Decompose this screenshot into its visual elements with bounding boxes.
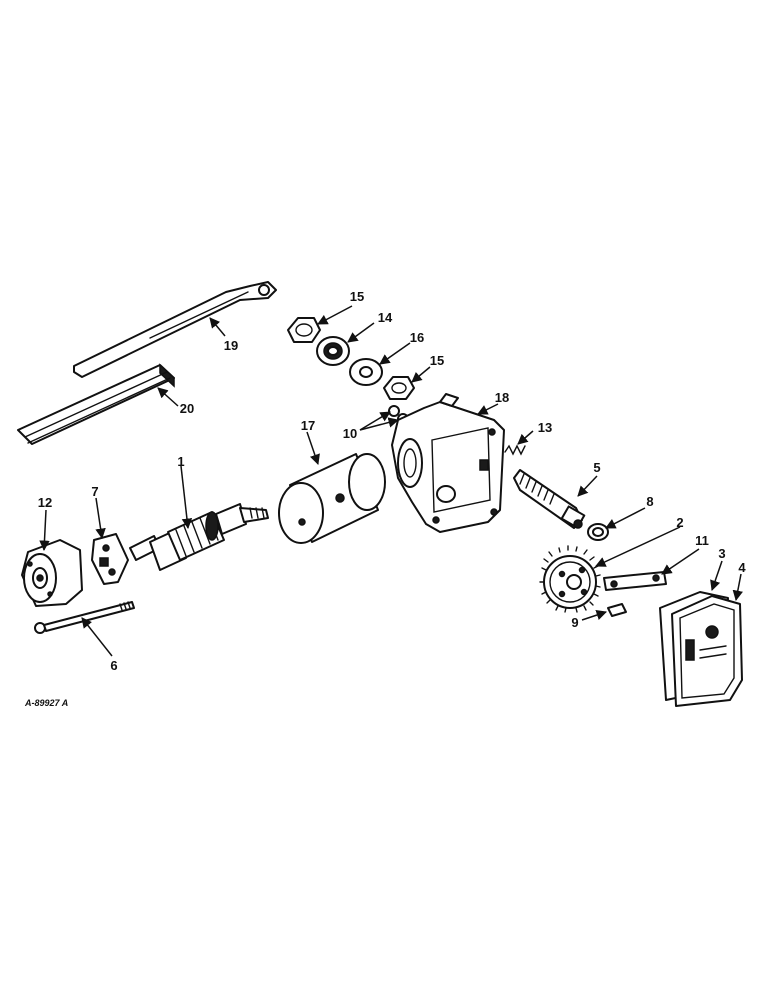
armature-part bbox=[129, 503, 269, 571]
thrust-washer-part bbox=[587, 523, 609, 541]
brush-plate-part bbox=[91, 533, 129, 585]
gear-housing-part bbox=[391, 393, 505, 533]
callout-leaders bbox=[39, 305, 743, 657]
callout-labels: 1 2 3 4 5 6 7 8 9 10 11 12 13 14 15 15 1… bbox=[38, 289, 747, 673]
callout-label: 17 bbox=[301, 418, 315, 433]
callout-label: 15 bbox=[430, 353, 444, 368]
link-bar-part bbox=[603, 571, 667, 591]
callout-label: 19 bbox=[224, 338, 238, 353]
callout-label: 11 bbox=[695, 533, 709, 548]
drive-gear-part bbox=[539, 545, 601, 613]
callout-label: 1 bbox=[177, 454, 184, 469]
callout-label: 6 bbox=[110, 658, 117, 673]
callout-label: 2 bbox=[676, 515, 683, 530]
gear-cover-part bbox=[671, 595, 743, 707]
callout-label: 10 bbox=[343, 426, 357, 441]
end-housing-part bbox=[21, 539, 83, 607]
callout-label: 16 bbox=[410, 330, 424, 345]
callout-label: 15 bbox=[350, 289, 364, 304]
worm-shaft-part bbox=[513, 469, 586, 529]
retaining-clip-part bbox=[607, 603, 627, 617]
bushing-part bbox=[316, 336, 350, 366]
callout-label: 5 bbox=[593, 460, 600, 475]
through-bolt-part bbox=[34, 601, 135, 634]
hex-nut-upper-part bbox=[287, 317, 321, 343]
callout-label: 12 bbox=[38, 495, 52, 510]
wiper-blade-part bbox=[17, 363, 175, 445]
motor-frame-part bbox=[278, 453, 386, 544]
callout-label: 14 bbox=[378, 310, 393, 325]
spring-part bbox=[504, 444, 526, 456]
callout-label: 9 bbox=[571, 615, 578, 630]
callout-label: 3 bbox=[718, 546, 725, 561]
washer-part bbox=[349, 358, 383, 386]
callout-label: 20 bbox=[180, 401, 194, 416]
hex-nut-lower-part bbox=[383, 376, 415, 400]
figure-code: A-89927 A bbox=[24, 698, 68, 708]
callout-label: 18 bbox=[495, 390, 509, 405]
callout-label: 4 bbox=[738, 560, 746, 575]
wiper-arm-part bbox=[73, 281, 277, 378]
callout-label: 13 bbox=[538, 420, 552, 435]
callout-label: 7 bbox=[91, 484, 98, 499]
callout-label: 8 bbox=[646, 494, 653, 509]
